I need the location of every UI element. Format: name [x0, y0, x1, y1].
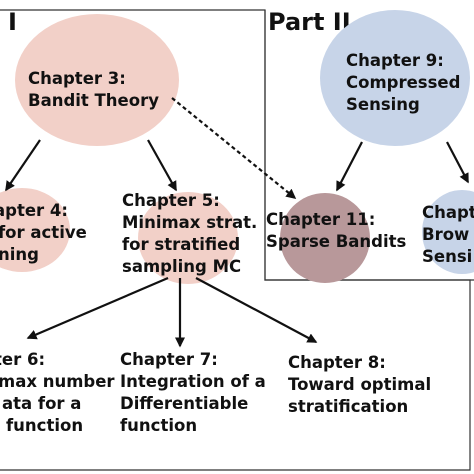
part-two-frame — [264, 10, 474, 281]
chapter-7-label: Chapter 7: Integration of a Differentiab… — [120, 350, 272, 435]
edge-ch9-ch12 — [446, 141, 469, 184]
chapter-9-node — [320, 10, 470, 146]
part-two-label: Part II — [268, 8, 351, 36]
chapter-3-node — [15, 14, 179, 146]
chapter-5-node — [138, 192, 238, 284]
edge-ch5-ch8 — [195, 277, 318, 343]
edge-ch5-ch6 — [26, 276, 169, 340]
chapter-11-node — [280, 193, 370, 283]
edge-ch3-ch11-dashed — [171, 97, 297, 199]
chapter-12-label: Chapt Brow Sensi — [422, 203, 474, 266]
edge-ch9-ch11 — [336, 141, 363, 192]
part-one-label: I — [8, 8, 17, 36]
chapter-8-label: Chapter 8: Toward optimal stratification — [288, 353, 437, 416]
chapter-11-label: Chapter 11: Sparse Bandits — [266, 210, 407, 251]
chapter-6-label: ter 6: max number ata for a function — [0, 350, 120, 435]
chapter-9-label: Chapter 9: Compressed Sensing — [346, 51, 466, 114]
chapter-4-label: apter 4: for active ning — [0, 201, 93, 264]
chapter-3-label: Chapter 3: Bandit Theory — [28, 69, 159, 110]
chapter-12-node — [422, 190, 474, 274]
chapter-5-label: Chapter 5: Minimax strat. for stratified… — [122, 191, 263, 276]
chapter-4-node — [0, 188, 70, 272]
edge-ch3-ch5 — [147, 139, 177, 192]
edge-ch3-ch4 — [5, 139, 41, 192]
